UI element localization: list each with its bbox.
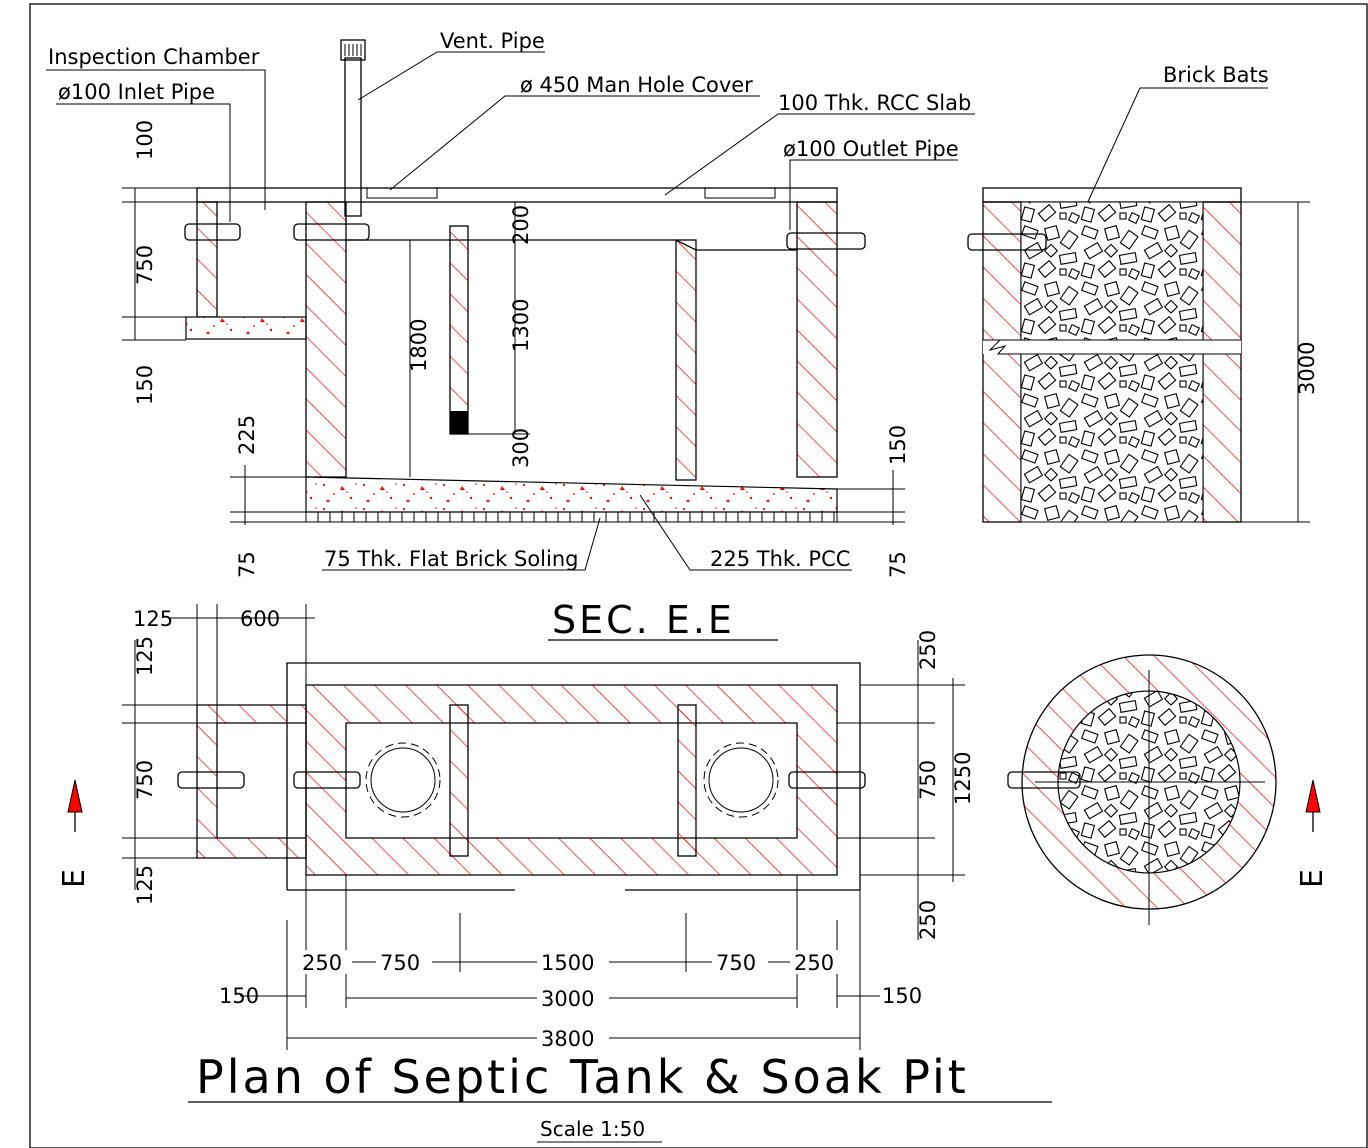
dim-soak-pit-depth: 3000 (1295, 342, 1319, 395)
drawing-title: Plan of Septic Tank & Soak Pit (196, 1050, 969, 1104)
plan-inlet-pipe (177, 771, 245, 789)
label-rcc-slab: 100 Thk. RCC Slab (778, 91, 971, 115)
plan-connecting-pipe (293, 771, 361, 789)
dim-plan-750-right: 750 (916, 760, 940, 800)
dim-tee-top: 200 (509, 205, 533, 245)
plan-tank-walls (305, 684, 838, 876)
dim-chamber-depth: 750 (133, 245, 157, 285)
plan-baffle-1 (449, 704, 469, 857)
dim-plan-bottom-750-right: 750 (716, 951, 756, 975)
soak-pit-section: 3000 (967, 187, 1319, 523)
vent-pipe (344, 57, 362, 217)
dim-plan-750-left: 750 (133, 760, 157, 800)
dim-plan-125-b: 125 (133, 865, 157, 905)
sheet-border (29, 3, 1368, 1148)
plan-pcc-outline (286, 662, 861, 890)
dim-plan-bottom-1500: 1500 (541, 951, 594, 975)
section-marker-left: E (57, 779, 92, 888)
soak-pit-plan (1007, 654, 1277, 925)
label-brick-bats: Brick Bats (1163, 63, 1269, 87)
dim-pcc-right: 150 (886, 425, 910, 465)
plan-chamber-walls (196, 704, 307, 859)
dim-plan-bottom-3800: 3800 (541, 1027, 594, 1051)
label-brick-soling: 75 Thk. Flat Brick Soling (324, 547, 578, 571)
baffle-top (346, 239, 797, 251)
manhole-cover-right (704, 187, 776, 199)
tee-pipe-cap (450, 411, 468, 434)
brick-bats-fill (1020, 201, 1204, 523)
soak-pit-wall-right (1202, 201, 1242, 523)
svg-text:E: E (1295, 869, 1330, 888)
dim-plan-250-top: 250 (916, 630, 940, 670)
dim-plan-bottom-150-left: 150 (219, 984, 259, 1008)
dim-plan-125-a: 125 (133, 636, 157, 676)
chamber-wall-left (196, 201, 218, 318)
dim-chamber-base: 150 (133, 365, 157, 405)
vent-cowl (340, 39, 366, 61)
dim-plan-250-bottom: 250 (916, 900, 940, 940)
dim-plan-bottom-250-left: 250 (302, 951, 342, 975)
dim-plan-125-top: 125 (133, 607, 173, 631)
plan-baffle-2 (677, 704, 697, 857)
soak-pit-plan-pipe (1007, 771, 1081, 789)
label-outlet-pipe: ø100 Outlet Pipe (783, 137, 959, 161)
chamber-base (185, 316, 307, 340)
dim-plan-600: 600 (240, 607, 280, 631)
septic-tank-section: 100 750 150 225 75 1800 200 1300 300 150… (122, 39, 910, 578)
tank-wall-right (796, 201, 838, 478)
soak-pit-inlet-pipe (967, 233, 1047, 251)
label-pcc: 225 Thk. PCC (710, 547, 850, 571)
soak-pit-wall-left (982, 201, 1022, 523)
tee-pipe (449, 225, 469, 435)
dim-pcc-left: 225 (235, 415, 259, 455)
brick-soling (305, 511, 838, 523)
brick-soling-joints (317, 512, 835, 522)
label-vent-pipe: Vent. Pipe (440, 29, 545, 53)
dim-slab: 100 (133, 120, 157, 160)
dim-plan-bottom-150-right: 150 (882, 984, 922, 1008)
baffle-wall (675, 239, 697, 481)
dim-plan-bottom-3000: 3000 (541, 987, 594, 1011)
pcc-bed (305, 476, 838, 513)
dim-soling-right: 75 (886, 551, 910, 578)
label-inlet-pipe: ø100 Inlet Pipe (58, 80, 215, 104)
drawing-scale: Scale 1:50 (540, 1117, 645, 1141)
label-manhole-cover: ø 450 Man Hole Cover (520, 73, 753, 97)
dim-plan-bottom-250-right: 250 (794, 951, 834, 975)
plan-outlet-pipe (788, 771, 866, 789)
plan-manhole-right (703, 742, 779, 818)
dim-plan-bottom-750-left: 750 (380, 951, 420, 975)
tank-wall-left (305, 201, 347, 478)
septic-tank-plan: 125 600 125 750 125 250 750 250 1250 250… (122, 604, 975, 1051)
manhole-cover-left (366, 187, 438, 199)
dim-soling-left: 75 (235, 551, 259, 578)
rcc-slab (196, 187, 838, 203)
dim-liquid-depth: 1800 (407, 319, 431, 372)
section-marker-right: E (1295, 779, 1330, 888)
connecting-pipe (293, 223, 370, 241)
dim-plan-1250: 1250 (951, 752, 975, 805)
callouts (46, 51, 1268, 571)
dim-tee-bottom: 300 (509, 428, 533, 468)
dim-tee-length: 1300 (509, 299, 533, 352)
svg-text:E: E (57, 869, 92, 888)
outlet-pipe (786, 232, 866, 250)
inlet-pipe (184, 223, 241, 241)
section-title: SEC. E.E (552, 598, 735, 642)
label-inspection-chamber: Inspection Chamber (48, 45, 260, 69)
plan-manhole-left (365, 742, 441, 818)
